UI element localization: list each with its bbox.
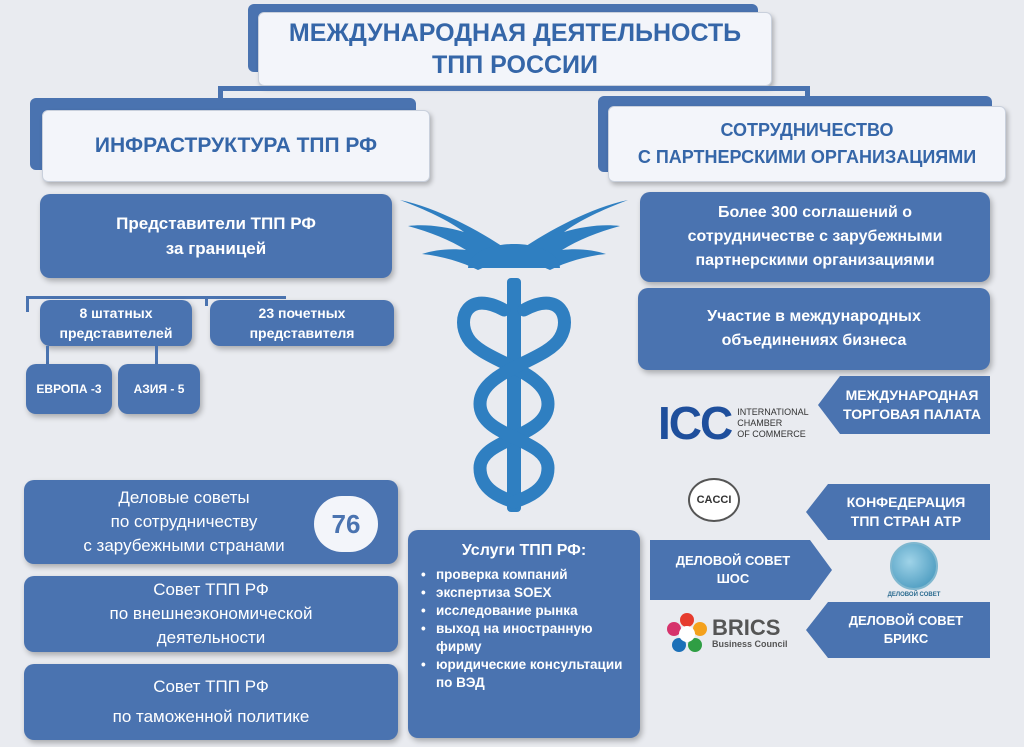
connector-line — [26, 296, 286, 299]
services-box: Услуги ТПП РФ: проверка компаний эксперт… — [408, 530, 640, 738]
page-title-line1: МЕЖДУНАРОДНАЯ ДЕЯТЕЛЬНОСТЬ — [288, 19, 742, 47]
agreements-line2: сотрудничестве с зарубежными — [687, 228, 943, 245]
icc-text1: INTERNATIONAL — [737, 406, 809, 417]
sco-logo: ДЕЛОВОЙ СОВЕТ — [884, 542, 944, 604]
foreign-econ-line1: Совет ТПП РФ — [153, 580, 269, 599]
icc-label1: МЕЖДУНАРОДНАЯ — [845, 387, 979, 403]
brics-logo-text: BRICS Business Council — [712, 615, 788, 650]
connector-line — [805, 86, 810, 102]
brics-label2: БРИКС — [883, 631, 929, 646]
icc-text2: CHAMBER — [737, 417, 783, 428]
foreign-econ-line2: по внешнеэкономической — [109, 604, 313, 623]
brics-logo1: BRICS — [712, 615, 781, 640]
brics-logo: BRICS Business Council — [666, 610, 796, 656]
asia-box: АЗИЯ - 5 — [118, 364, 200, 414]
cacci-logo: CACCI — [688, 478, 740, 522]
services-item: проверка компаний — [418, 566, 630, 584]
icc-logo-mark: ICC — [658, 397, 733, 449]
icc-logo: ICC INTERNATIONAL CHAMBER OF COMMERCE — [658, 396, 809, 450]
services-title: Услуги ТПП РФ: — [461, 542, 587, 559]
agreements-box: Более 300 соглашений о сотрудничестве с … — [640, 192, 990, 282]
right-header-line1: СОТРУДНИЧЕСТВО — [720, 120, 894, 140]
honorary-reps-line2: представителя — [249, 325, 355, 341]
page-title-line2: ТПП РОССИИ — [432, 51, 598, 79]
left-header: ИНФРАСТРУКТУРА ТПП РФ — [42, 110, 430, 182]
associations-line2: объединениях бизнеса — [721, 332, 907, 349]
services-item: исследование рынка — [418, 602, 630, 620]
connector-line — [218, 86, 810, 91]
brics-star-icon — [667, 613, 707, 652]
representatives-line1: Представители ТПП РФ — [116, 214, 316, 233]
right-header-line2: С ПАРТНЕРСКИМИ ОРГАНИЗАЦИЯМИ — [637, 147, 977, 167]
services-item: экспертиза SOEX — [418, 584, 630, 602]
sco-label1: ДЕЛОВОЙ СОВЕТ — [675, 553, 791, 568]
cacci-label: КОНФЕДЕРАЦИЯ ТПП СТРАН АТР — [806, 484, 990, 540]
agreements-line3: партнерскими организациями — [695, 252, 935, 269]
staff-reps-line2: представителей — [59, 325, 173, 341]
sco-label2: ШОС — [716, 571, 750, 586]
sco-globe-icon — [890, 542, 938, 590]
customs-line1: Совет ТПП РФ — [153, 677, 269, 696]
caduceus-icon — [400, 200, 628, 512]
connector-line — [46, 346, 49, 366]
services-list: проверка компаний экспертиза SOEX исслед… — [418, 566, 630, 692]
business-councils-count-badge: 76 — [314, 496, 378, 552]
icc-label2: ТОРГОВАЯ ПАЛАТА — [843, 406, 981, 422]
representatives-box: Представители ТПП РФ за границей — [40, 194, 392, 278]
connector-line — [26, 296, 29, 312]
honorary-reps-line1: 23 почетных — [258, 305, 346, 321]
foreign-econ-line3: деятельности — [156, 628, 266, 647]
agreements-line1: Более 300 соглашений о — [718, 204, 912, 221]
icc-label: МЕЖДУНАРОДНАЯ ТОРГОВАЯ ПАЛАТА — [818, 376, 990, 434]
cacci-label2: ТПП СТРАН АТР — [850, 513, 962, 529]
connector-line — [218, 86, 223, 104]
sco-logo-text: ДЕЛОВОЙ СОВЕТ — [887, 592, 941, 598]
asia-label: АЗИЯ - 5 — [133, 382, 185, 396]
page-title: МЕЖДУНАРОДНАЯ ДЕЯТЕЛЬНОСТЬ ТПП РОССИИ — [258, 12, 772, 86]
representatives-line2: за границей — [165, 239, 267, 258]
connector-line — [155, 346, 158, 366]
brics-logo2: Business Council — [712, 639, 788, 649]
customs-council-box: Совет ТПП РФ по таможенной политике — [24, 664, 398, 740]
europe-label: ЕВРОПА -3 — [36, 382, 102, 396]
honorary-reps-box: 23 почетных представителя — [210, 300, 394, 346]
connector-line — [205, 296, 208, 306]
business-councils-count: 76 — [331, 508, 361, 539]
left-header-label: ИНФРАСТРУКТУРА ТПП РФ — [94, 134, 378, 157]
brics-label: ДЕЛОВОЙ СОВЕТ БРИКС — [806, 602, 990, 658]
icc-text3: OF COMMERCE — [737, 428, 806, 439]
business-councils-line1: Деловые советы — [118, 488, 250, 507]
services-item: юридические консультации по ВЭД — [418, 656, 630, 692]
business-councils-line2: по сотрудничеству — [110, 512, 258, 531]
cacci-label1: КОНФЕДЕРАЦИЯ — [846, 494, 966, 510]
cacci-logo-text: CACCI — [696, 494, 732, 506]
business-councils-line3: с зарубежными странами — [83, 536, 285, 555]
icc-logo-text: INTERNATIONAL CHAMBER OF COMMERCE — [737, 407, 808, 440]
brics-label1: ДЕЛОВОЙ СОВЕТ — [848, 613, 964, 628]
staff-reps-box: 8 штатных представителей — [40, 300, 192, 346]
services-item: выход на иностранную фирму — [418, 620, 630, 656]
associations-box: Участие в международных объединениях биз… — [638, 288, 990, 370]
foreign-econ-council-box: Совет ТПП РФ по внешнеэкономической деят… — [24, 576, 398, 652]
staff-reps-line1: 8 штатных — [79, 305, 153, 321]
customs-line2: по таможенной политике — [112, 707, 310, 726]
associations-line1: Участие в международных — [707, 308, 921, 325]
right-header: СОТРУДНИЧЕСТВО С ПАРТНЕРСКИМИ ОРГАНИЗАЦИ… — [608, 106, 1006, 182]
europe-box: ЕВРОПА -3 — [26, 364, 112, 414]
sco-label: ДЕЛОВОЙ СОВЕТ ШОС — [650, 540, 832, 600]
